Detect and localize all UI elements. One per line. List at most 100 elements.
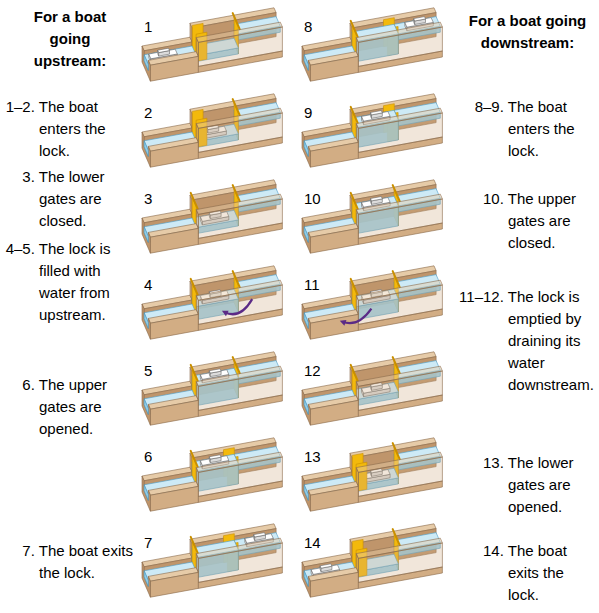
step-description: 14. The boat exits the lock. [458,540,595,606]
gate-beam [233,185,240,201]
lock-cutaway [198,285,282,324]
label-slot: 2 [144,102,152,124]
label-slot: 1 [144,16,152,38]
lock-cutaway [358,199,442,238]
gate-beam [351,365,358,381]
ground-section [142,218,150,253]
label-slot: 7 [144,532,152,554]
lock-cutaway [358,285,442,324]
flow-arrow [225,299,253,314]
water-section [144,141,148,157]
water-section [144,227,148,243]
lock-cutaway [198,113,282,152]
ground-front [150,314,198,339]
water-section [144,55,148,71]
ground-section [142,476,150,511]
label-slot: 14 [304,532,321,554]
water-section [304,571,308,587]
step-number: 1 [144,16,152,38]
gate-beam [351,193,358,209]
lock-panel [302,180,442,253]
label-slot: 8–9. The boat enters the lock. [458,96,595,162]
label-slot: 14. The boat exits the lock. [458,540,595,606]
ground-front [310,572,358,597]
ground-front [150,56,198,81]
gate-beam [393,357,400,373]
ground-front [150,228,198,253]
ground-section [142,132,150,167]
lock-cutaway [198,199,282,238]
boat-cabin [320,564,332,568]
label-slot: 11–12. The lock is emptied by draining i… [458,286,595,396]
boat-cabin [209,369,221,373]
water-section [144,399,148,415]
section-heading: For a boat going downstream: [460,10,595,54]
lock-cutaway [358,113,442,152]
gate-beam [393,271,400,287]
water-section [304,485,308,501]
label-slot: 9 [304,102,312,124]
flow-arrowhead [222,311,229,316]
boat-cabin [371,111,383,115]
flow-arrowhead [340,320,347,326]
boat-cabin [158,48,170,52]
water-section [144,485,148,501]
label-slot: 7. The boat exits the lock. [4,540,136,584]
water-section [144,313,148,329]
ground-front [150,486,198,511]
label-slot: 4–5. The lock is filled with water from … [4,238,136,326]
water-section [304,141,308,157]
ground-front [310,400,358,425]
step-number: 2 [144,102,152,124]
lock-panel [302,8,442,81]
lock-cutaway [358,543,442,582]
gate-beam [191,451,198,467]
gate-beam [351,107,358,123]
label-slot: For a boat going downstream: [460,10,595,54]
ground-section [302,132,310,167]
step-number: 9 [304,102,312,124]
step-description: 10. The upper gates are closed. [458,188,595,254]
lock-cutaway [198,27,282,66]
water-section [304,399,308,415]
lock-panel [142,438,282,511]
lock-cutaway [358,27,442,66]
gate-beam [191,279,198,295]
lock-panel [142,352,282,425]
step-number: 3 [144,188,152,210]
step-number: 4 [144,274,152,296]
ground-front [310,228,358,253]
label-slot: 3. The lower gates are closed. [4,166,136,232]
lock-panel [302,438,442,511]
ground-section [302,390,310,425]
lock-panel [142,180,282,253]
gate-beam [393,529,400,545]
label-slot: 3 [144,188,152,210]
gate-beam [351,21,358,37]
label-slot: 8 [304,16,312,38]
label-slot: 10 [304,188,321,210]
gate-beam [191,537,198,553]
ground-front [310,314,358,339]
lock-panel [142,266,282,339]
ground-section [302,562,310,597]
ground-section [302,218,310,253]
section-heading: For a boat going upstream: [14,6,126,72]
water-section [304,313,308,329]
flow-arrow [343,309,372,324]
ground-front [310,142,358,167]
step-description: 4–5. The lock is filled with water from … [4,238,136,326]
ground-section [142,46,150,81]
label-slot: 6. The upper gates are opened. [4,374,136,440]
ground-front [150,400,198,425]
label-slot: 12 [304,360,321,382]
step-description: 6. The upper gates are opened. [4,374,136,440]
ground-section [142,562,150,597]
step-number: 13 [304,446,321,468]
boat-cabin [414,17,426,21]
ground-section [142,304,150,339]
ground-section [302,46,310,81]
ground-front [150,572,198,597]
step-number: 6 [144,446,152,468]
label-slot: 4 [144,274,152,296]
